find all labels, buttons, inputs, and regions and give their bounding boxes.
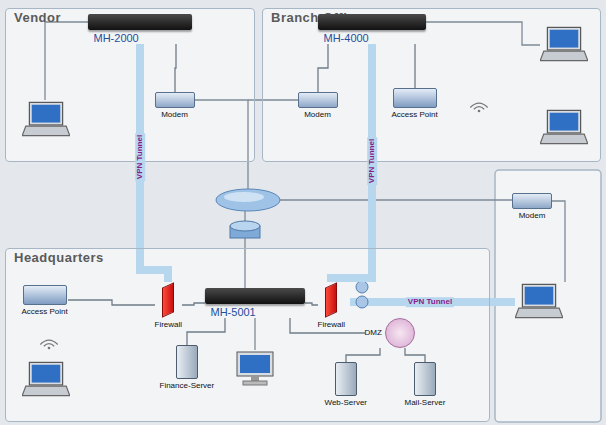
vpn-globe bbox=[356, 296, 368, 308]
modem: Modem bbox=[155, 92, 195, 119]
firewall: Firewall bbox=[318, 282, 346, 329]
network-cable bbox=[414, 44, 415, 88]
wireless-icon bbox=[470, 103, 487, 112]
device-label: Web-Server bbox=[325, 398, 368, 407]
device-label: DMZ bbox=[365, 328, 382, 337]
site-region: VendorMH-2000Modem bbox=[5, 8, 255, 162]
ap-icon bbox=[393, 88, 437, 108]
network-cable bbox=[318, 44, 328, 92]
fw-icon bbox=[162, 282, 174, 318]
network-cable bbox=[346, 348, 380, 362]
region-fill bbox=[262, 8, 601, 162]
access-point: Access Point bbox=[22, 285, 68, 316]
cable bbox=[426, 22, 540, 45]
fw-icon bbox=[325, 282, 337, 318]
server: Mail-Server bbox=[405, 362, 446, 407]
laptop-icon bbox=[540, 110, 588, 143]
modem: Modem bbox=[298, 92, 338, 119]
device-label: Firewall bbox=[155, 320, 183, 329]
laptop-icon bbox=[22, 362, 70, 395]
device-label: Finance-Server bbox=[160, 381, 215, 390]
mh-icon bbox=[205, 288, 305, 304]
device-label: Modem bbox=[519, 211, 546, 220]
vpn-tunnel-band bbox=[350, 298, 515, 306]
network-cable bbox=[305, 303, 318, 305]
laptop-icon bbox=[22, 102, 70, 135]
cable bbox=[248, 99, 298, 100]
vpn-tunnel bbox=[331, 44, 372, 282]
modem-icon bbox=[155, 92, 195, 108]
cable bbox=[552, 201, 565, 282]
device-label: Modem bbox=[304, 110, 331, 119]
site-region: HeadquartersAccess PointFirewall MH-5001F… bbox=[5, 248, 490, 422]
mh-icon bbox=[318, 14, 426, 30]
edge-label: VPN Tunnel bbox=[135, 133, 145, 181]
edge-label: VPN Tunnel bbox=[367, 137, 377, 185]
ap-icon bbox=[23, 285, 67, 305]
device-label: Mail-Server bbox=[405, 398, 446, 407]
modem: Modem bbox=[512, 193, 552, 220]
network-cable bbox=[182, 303, 205, 305]
mh-icon bbox=[88, 14, 192, 30]
tunnel-label: VPN Tunnel bbox=[406, 297, 454, 307]
region-fill bbox=[5, 248, 490, 422]
vpn-router: MH-4000 bbox=[318, 14, 426, 45]
dmz-icon bbox=[385, 318, 415, 348]
vpn-router: MH-5001 bbox=[205, 288, 305, 319]
cable bbox=[254, 318, 255, 350]
vpn-globe bbox=[356, 281, 368, 293]
device-label: Firewall bbox=[318, 320, 346, 329]
modem-icon bbox=[512, 193, 552, 209]
internet-cloud bbox=[216, 189, 280, 211]
network-cable bbox=[68, 300, 155, 305]
device-label: Access Point bbox=[392, 110, 438, 119]
device-label: MH-4000 bbox=[324, 32, 369, 45]
wireless-icon bbox=[40, 340, 57, 349]
modem-icon bbox=[298, 92, 338, 108]
cloud-highlight bbox=[224, 192, 264, 202]
device-label: Access Point bbox=[22, 307, 68, 316]
cable bbox=[195, 100, 248, 189]
laptop-icon bbox=[515, 284, 563, 317]
srv-icon bbox=[414, 362, 436, 396]
dmz-hub: DMZ bbox=[365, 318, 415, 348]
srv-icon bbox=[335, 362, 357, 396]
device-label: MH-5001 bbox=[211, 306, 256, 319]
cable bbox=[280, 199, 512, 200]
region-heading: Headquarters bbox=[14, 251, 481, 266]
device-label: MH-2000 bbox=[94, 32, 139, 45]
network-cable bbox=[187, 318, 225, 345]
cable bbox=[45, 22, 88, 100]
router-top bbox=[230, 221, 260, 231]
remote-region bbox=[495, 170, 601, 422]
network-cable bbox=[405, 348, 425, 362]
access-point: Access Point bbox=[392, 88, 438, 119]
region-fill bbox=[5, 8, 255, 162]
cable bbox=[244, 238, 245, 288]
network-cable bbox=[290, 318, 365, 333]
srv-icon bbox=[176, 345, 198, 379]
device-label: Modem bbox=[161, 110, 188, 119]
laptop-icon bbox=[540, 27, 588, 60]
desktop-icon bbox=[237, 352, 273, 385]
server: Finance-Server bbox=[160, 345, 215, 390]
vpn-router: MH-2000 bbox=[88, 14, 192, 45]
firewall: Firewall bbox=[155, 282, 183, 329]
site-region: Branch OfficeMH-4000ModemAccess Point bbox=[262, 8, 601, 162]
server: Web-Server bbox=[325, 362, 368, 407]
network-cable bbox=[175, 44, 176, 92]
